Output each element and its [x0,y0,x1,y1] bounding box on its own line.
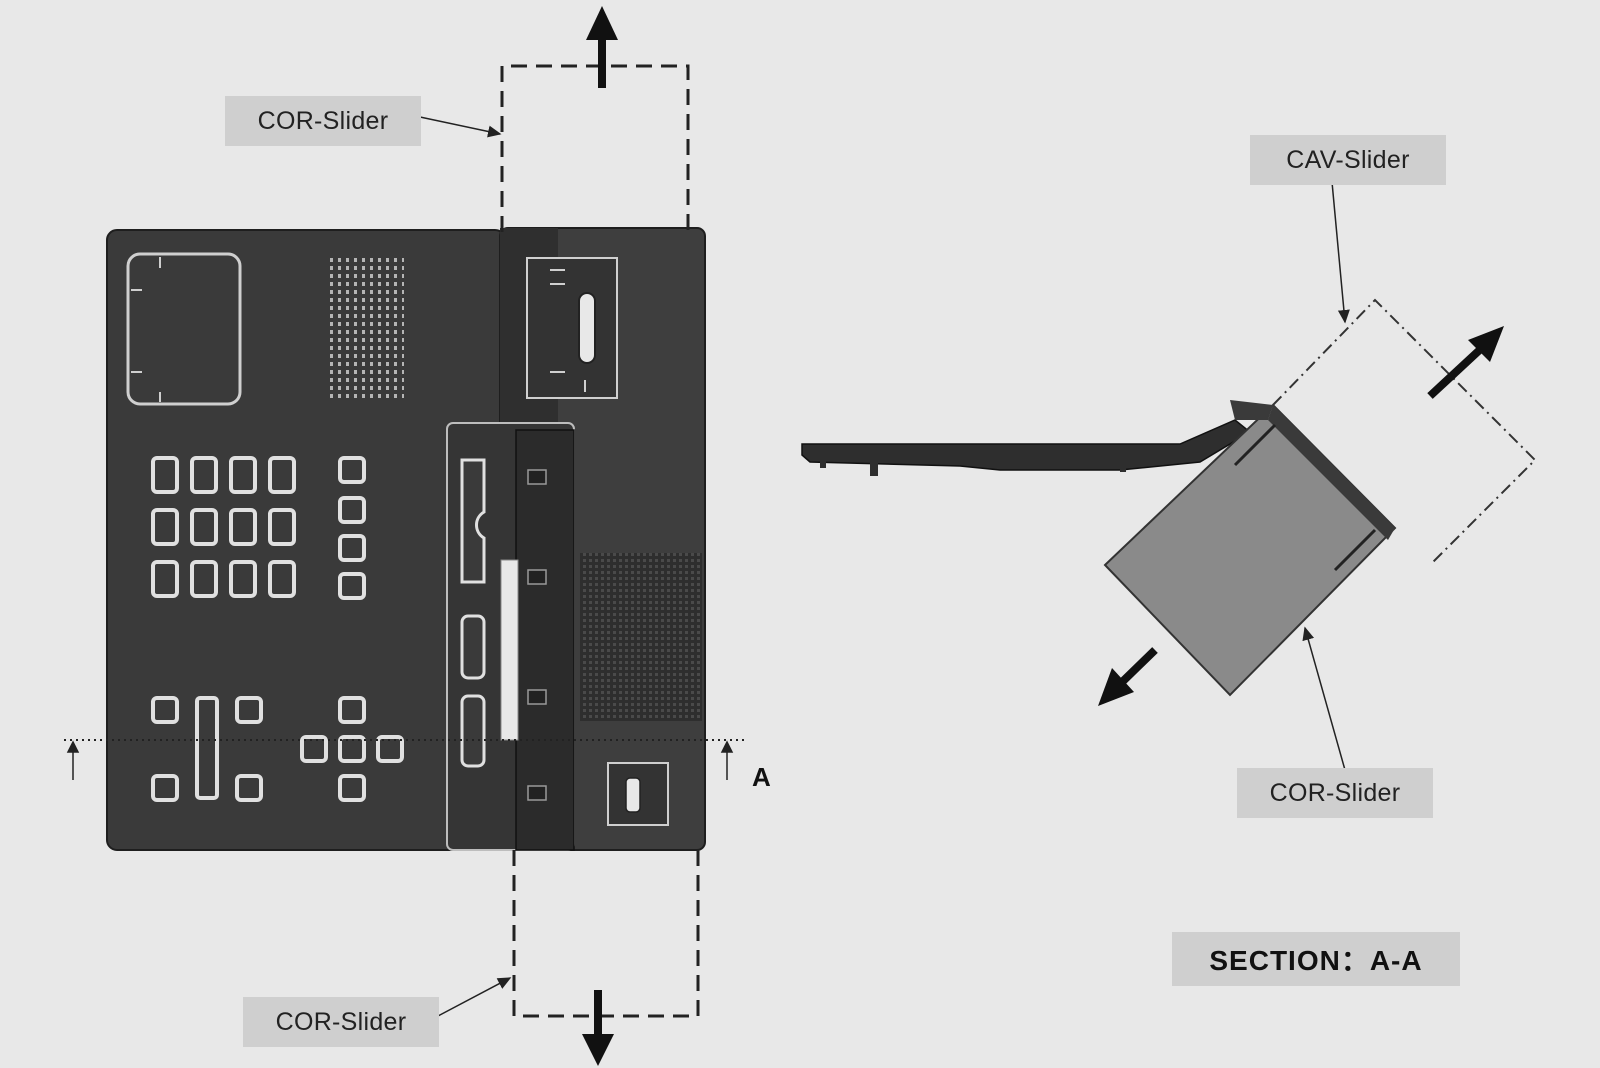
top-view-part [106,227,706,851]
section-marker-label: A [752,762,771,792]
display-window [126,252,242,406]
section-plate [801,419,1252,471]
section-arrow-left-icon [66,740,80,780]
keypad [151,456,404,802]
section-title: SECTION：A-A [1172,932,1460,986]
section-view [801,298,1537,706]
arrow-up-icon [586,6,618,88]
vent-grill [580,553,702,721]
label-cor-slider-top: COR-Slider [225,96,421,146]
label-cav-slider: CAV-Slider [1250,135,1446,185]
section-arrow-right-icon [720,740,734,780]
arrow-diagonal-down-icon [1098,647,1158,706]
cor-slider-top-outline [500,64,690,232]
cor-slider-bottom-outline [512,850,700,1018]
cav-slider-outline [1272,298,1537,564]
label-cor-slider-section: COR-Slider [1237,768,1433,818]
latch-window [526,257,618,399]
label-cor-slider-bottom: COR-Slider [243,997,439,1047]
speaker-grill [330,254,404,402]
arrow-diagonal-up-icon [1427,326,1504,399]
arrow-down-icon [582,990,614,1066]
